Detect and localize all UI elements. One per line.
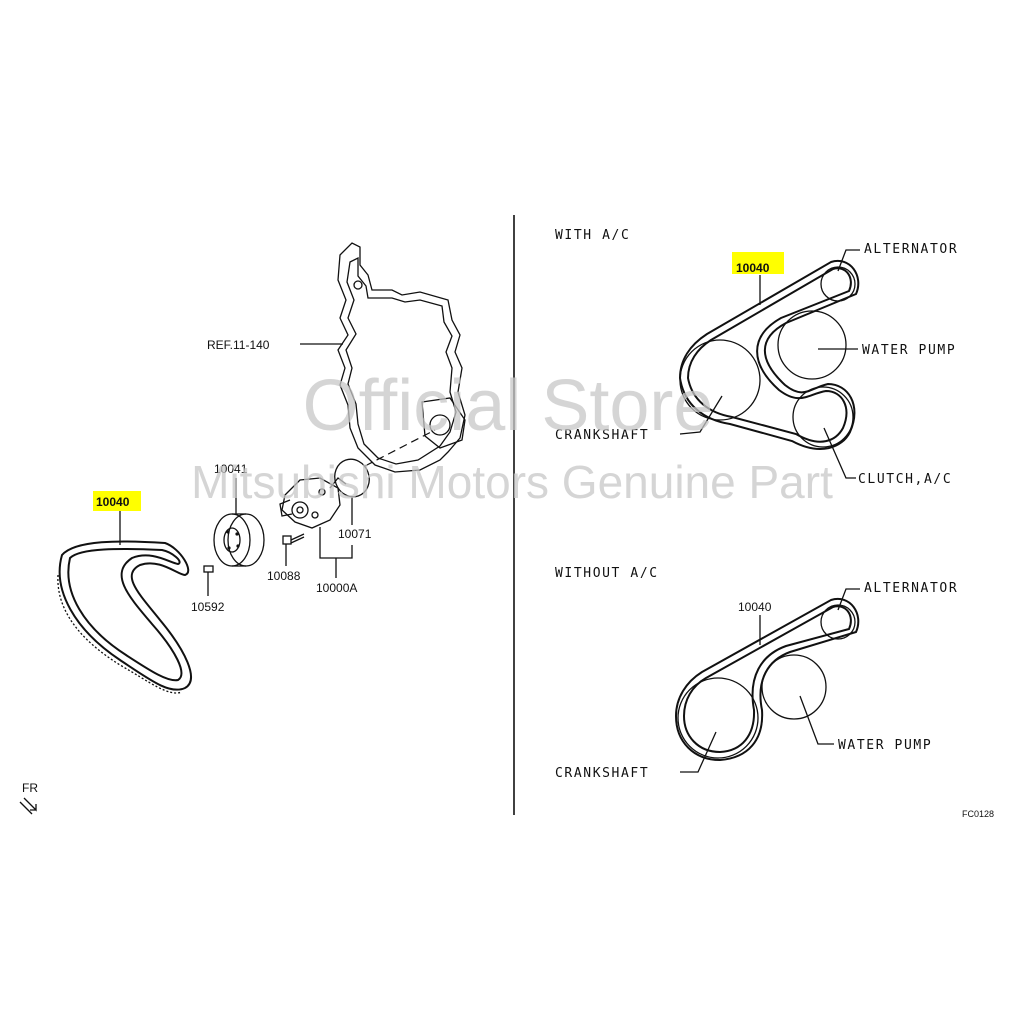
water-pump	[279, 477, 347, 529]
ref-label: REF.11-140	[207, 338, 270, 352]
belt-part-highlight	[93, 491, 141, 511]
gasket	[334, 458, 370, 498]
without-ac-crankshaft-label: CRANKSHAFT	[555, 766, 649, 781]
with-ac-belt-layout	[678, 259, 860, 450]
without-ac-water-pump-leader	[799, 695, 834, 745]
belt-part-number: 10040	[96, 495, 130, 509]
pulley-bolt-part-number: 10592	[191, 600, 225, 614]
front-marker: FR	[22, 781, 38, 795]
without-ac-crankshaft-leader	[680, 731, 717, 773]
without-ac-alternator-label: ALTERNATOR	[864, 581, 958, 596]
watermark-line-2: Mitsubishi Motors Genuine Part	[191, 456, 833, 508]
with-ac-crankshaft-leader	[679, 395, 723, 435]
watermark-line-1: Official Store	[303, 366, 714, 446]
pump-bolt-part-number: 10088	[267, 569, 301, 583]
pulley-bolt	[203, 565, 214, 583]
without-ac-alternator-leader	[837, 588, 860, 611]
pump-bolt	[282, 533, 305, 545]
drive-belt	[57, 540, 192, 694]
with-ac-water-pump-label: WATER PUMP	[862, 343, 956, 358]
with-ac-belt-highlight	[732, 252, 784, 274]
without-ac-belt-layout	[674, 597, 860, 762]
with-ac-belt-part-number: 10040	[736, 261, 770, 275]
with-ac-title: WITH A/C	[555, 228, 630, 243]
without-ac-belt-part-number: 10040	[738, 600, 772, 614]
without-ac-water-pump-label: WATER PUMP	[838, 738, 932, 753]
pulley-part-number: 10041	[214, 462, 248, 476]
with-ac-crankshaft-label: CRANKSHAFT	[555, 428, 649, 443]
timing-cover	[337, 242, 466, 473]
pump-assy-part-number: 10000A	[316, 581, 357, 595]
with-ac-alternator-label: ALTERNATOR	[864, 242, 958, 257]
gasket-part-number: 10071	[338, 527, 372, 541]
figure-code: FC0128	[962, 809, 994, 819]
without-ac-title: WITHOUT A/C	[555, 566, 659, 581]
with-ac-clutch-leader	[823, 427, 856, 479]
front-arrow-icon	[19, 797, 37, 815]
with-ac-clutch-label: CLUTCH,A/C	[858, 472, 952, 487]
with-ac-alternator-leader	[837, 249, 860, 272]
water-pump-pulley	[213, 513, 265, 567]
alignment-line	[364, 429, 436, 467]
